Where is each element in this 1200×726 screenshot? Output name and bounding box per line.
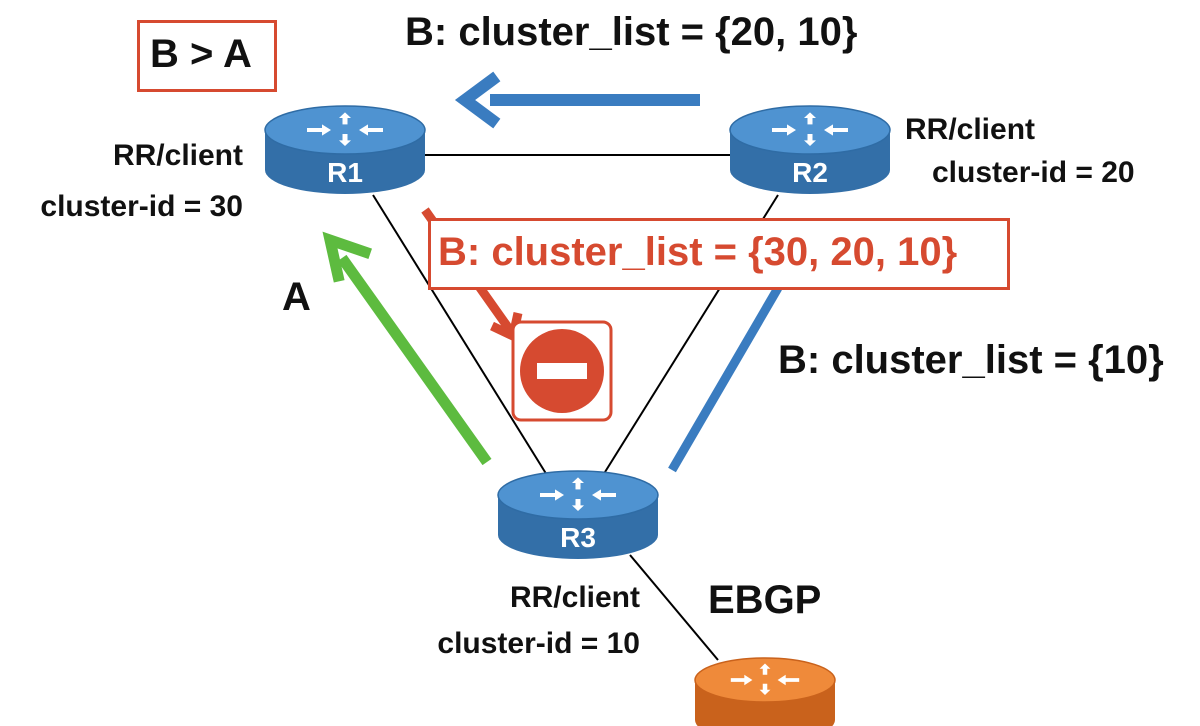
r3-role: RR/client — [509, 581, 640, 614]
blue-route-line — [668, 285, 782, 473]
ebgp-label: EBGP — [708, 578, 822, 622]
preference-label: B > A — [150, 32, 252, 76]
router-icon — [729, 105, 891, 194]
r1-cluster-id: cluster-id = 30 — [40, 190, 243, 223]
loop-cluster-list-label: B: cluster_list = {30, 20, 10} — [438, 230, 958, 274]
loop-cluster-list-box — [428, 218, 1010, 290]
router-icon — [497, 470, 659, 559]
router-label-r2: R2 — [792, 157, 828, 188]
r2-role: RR/client — [905, 113, 1036, 146]
preference-box — [137, 20, 277, 92]
arrow-icon — [454, 71, 700, 129]
right-cluster-list-label: B: cluster_list = {10} — [778, 338, 1164, 382]
route-a-label: A — [282, 275, 311, 319]
router-label-r1: R1 — [327, 157, 363, 188]
no-entry-icon — [511, 320, 613, 422]
arrow-icon — [322, 231, 492, 466]
router-icon — [694, 657, 836, 726]
r2-cluster-id: cluster-id = 20 — [932, 156, 1135, 189]
link-r3-ebgp — [629, 554, 719, 661]
router-icon — [264, 105, 426, 194]
top-cluster-list-label: B: cluster_list = {20, 10} — [405, 10, 858, 54]
link-r1-r3 — [372, 194, 551, 481]
r3-cluster-id: cluster-id = 10 — [437, 627, 640, 660]
router-label-r3: R3 — [560, 522, 596, 553]
r1-role: RR/client — [112, 139, 243, 172]
